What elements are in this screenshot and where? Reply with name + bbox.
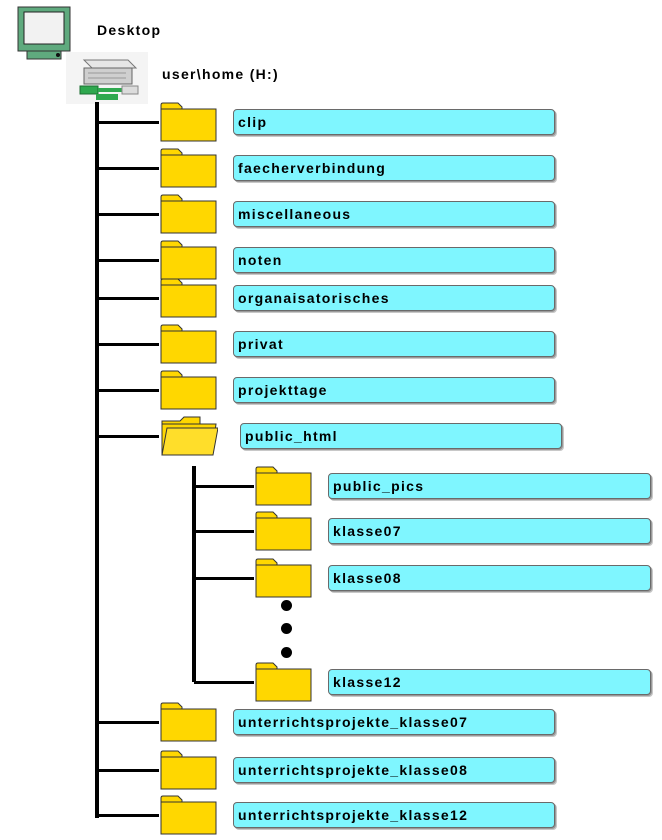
subfolder-label-public-pics[interactable]: public_pics	[328, 473, 651, 499]
folder-label-miscellaneous[interactable]: miscellaneous	[233, 201, 555, 227]
subfolder-label-klasse08[interactable]: klasse08	[328, 565, 651, 591]
folder-icon[interactable]	[160, 194, 218, 234]
tree-branch-line	[97, 721, 159, 724]
subfolder-label-klasse07[interactable]: klasse07	[328, 518, 651, 544]
subtree-trunk-line	[192, 466, 196, 682]
tree-branch-line	[97, 343, 159, 346]
folder-label-privat[interactable]: privat	[233, 331, 555, 357]
tree-trunk-line	[95, 102, 99, 818]
tree-branch-line	[97, 814, 159, 817]
folder-icon[interactable]	[160, 324, 218, 364]
folder-icon[interactable]	[255, 662, 313, 702]
open-folder-icon[interactable]	[160, 416, 219, 456]
folder-icon[interactable]	[160, 102, 218, 142]
folder-icon[interactable]	[255, 466, 313, 506]
tree-branch-line	[97, 121, 159, 124]
folder-label-organaisatorisches[interactable]: organaisatorisches	[233, 285, 555, 311]
subtree-branch-line	[194, 681, 254, 684]
ellipsis-dot	[281, 623, 292, 634]
folder-icon[interactable]	[255, 558, 313, 598]
folder-icon[interactable]	[160, 795, 218, 835]
tree-branch-line	[97, 769, 159, 772]
network-drive-icon	[66, 52, 148, 104]
folder-label-unterrichtsprojekte-klasse07[interactable]: unterrichtsprojekte_klasse07	[233, 709, 555, 735]
folder-label-unterrichtsprojekte-klasse08[interactable]: unterrichtsprojekte_klasse08	[233, 757, 555, 783]
folder-icon[interactable]	[160, 750, 218, 790]
subtree-branch-line	[194, 577, 254, 580]
folder-icon[interactable]	[160, 702, 218, 742]
folder-label-noten[interactable]: noten	[233, 247, 555, 273]
folder-label-faecherverbindung[interactable]: faecherverbindung	[233, 155, 555, 181]
tree-branch-line	[97, 259, 159, 262]
folder-label-clip[interactable]: clip	[233, 109, 555, 135]
folder-label-public-html[interactable]: public_html	[240, 423, 562, 449]
tree-branch-line	[97, 213, 159, 216]
folder-icon[interactable]	[255, 511, 313, 551]
desktop-label: Desktop	[97, 22, 162, 38]
subfolder-label-klasse12[interactable]: klasse12	[328, 669, 651, 695]
tree-branch-line	[97, 435, 159, 438]
folder-label-projekttage[interactable]: projekttage	[233, 377, 555, 403]
folder-icon[interactable]	[160, 148, 218, 188]
subtree-branch-line	[194, 530, 254, 533]
folder-icon[interactable]	[160, 370, 218, 410]
ellipsis-dot	[281, 600, 292, 611]
monitor-icon	[17, 6, 71, 62]
ellipsis-dot	[281, 647, 292, 658]
subtree-branch-line	[194, 485, 254, 488]
tree-branch-line	[97, 167, 159, 170]
tree-branch-line	[97, 389, 159, 392]
folder-icon[interactable]	[160, 240, 218, 280]
drive-label: user\home (H:)	[162, 66, 279, 82]
folder-icon[interactable]	[160, 278, 218, 318]
folder-label-unterrichtsprojekte-klasse12[interactable]: unterrichtsprojekte_klasse12	[233, 802, 555, 828]
tree-branch-line	[97, 297, 159, 300]
